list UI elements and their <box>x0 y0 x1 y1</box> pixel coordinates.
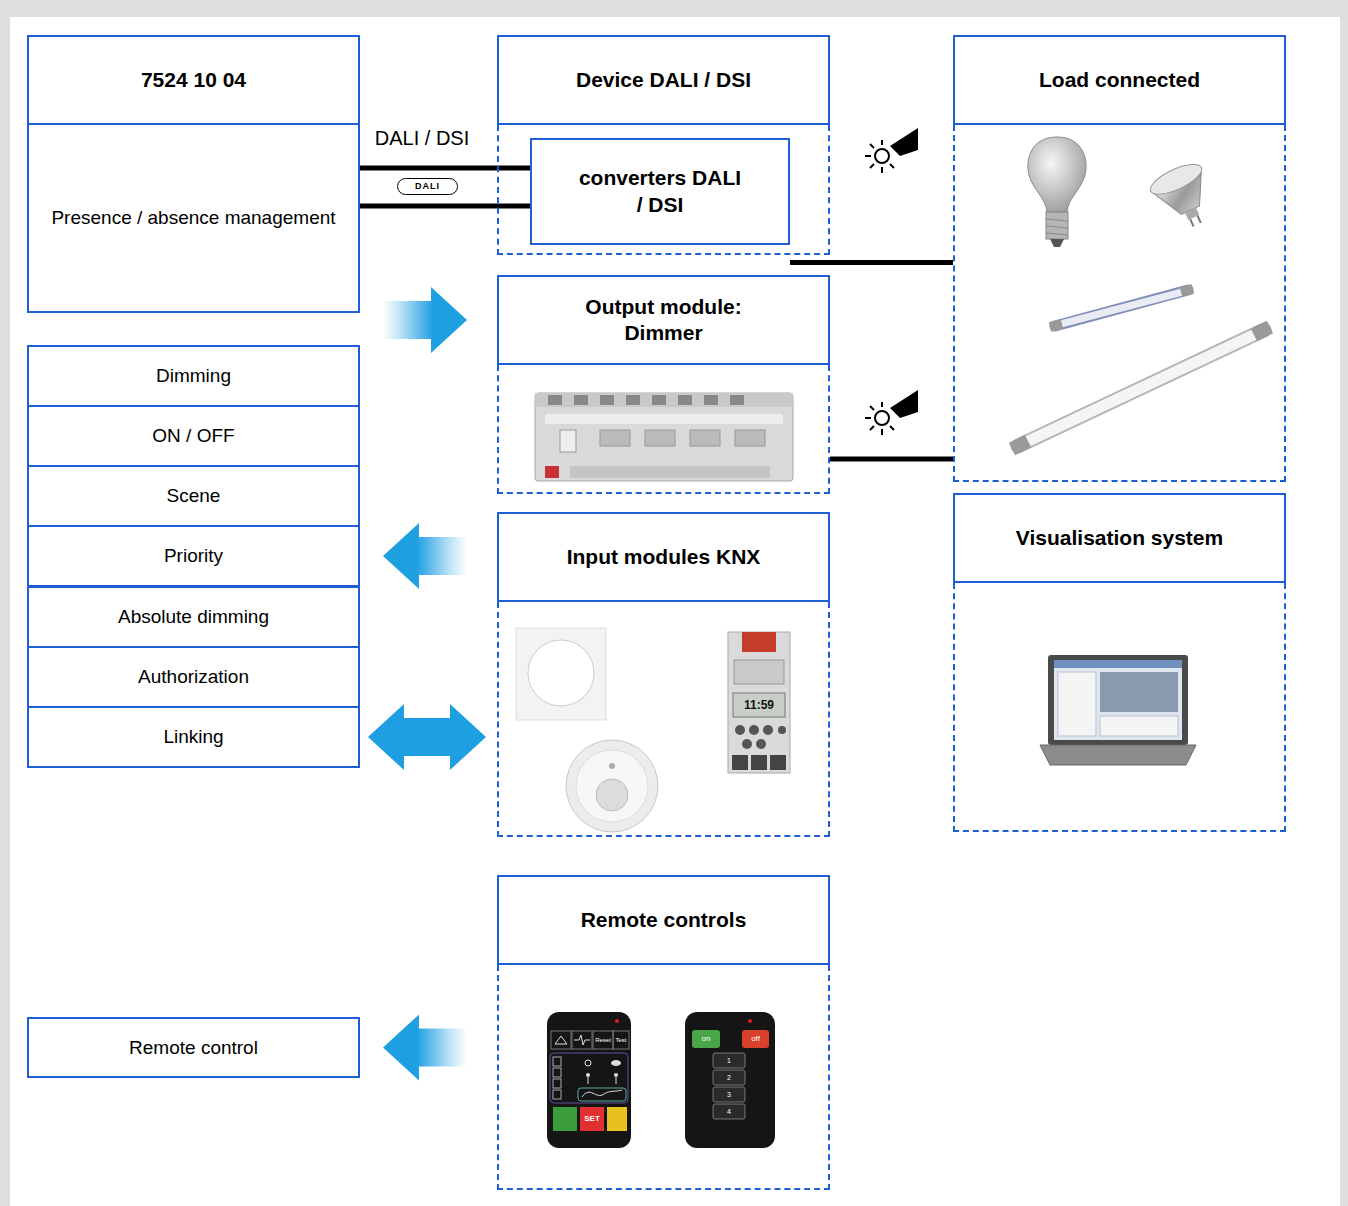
wire-line <box>360 204 530 209</box>
display-text: 11:59 <box>735 697 783 713</box>
box-text: Absolute dimming <box>118 605 269 629</box>
device-group: Visualisation system <box>953 493 1286 832</box>
logo-text: DALI <box>397 178 458 195</box>
button-number: 1 <box>713 1055 745 1066</box>
timer-switch-picture <box>728 632 790 773</box>
group-title: Output module: Dimmer <box>564 294 764 347</box>
group-title: Device DALI / DSI <box>576 67 751 93</box>
header-text: 7524 10 04 <box>141 67 246 93</box>
group-body <box>497 602 830 837</box>
dimmer-module-picture <box>535 393 793 481</box>
remote-picture <box>685 1012 775 1148</box>
device-group: Output module: Dimmer <box>497 275 830 494</box>
box-text: Dimming <box>156 364 231 388</box>
device-group: Load connected <box>953 35 1286 482</box>
wire-connector <box>360 168 530 206</box>
button-label: Reset <box>593 1035 613 1045</box>
group-body <box>497 965 830 1190</box>
box-text: converters DALI / DSI <box>575 165 745 218</box>
wire-line <box>830 457 953 462</box>
group-header: Load connected <box>953 35 1286 125</box>
box-text: Scene <box>167 484 221 508</box>
wire-line <box>360 166 530 171</box>
block-arrow <box>368 704 486 770</box>
group-header: Visualisation system <box>953 493 1286 583</box>
arrow-shape <box>368 704 486 770</box>
function-box: Dimming <box>27 345 360 407</box>
group-body <box>953 125 1286 482</box>
presence-sensor-picture <box>566 740 658 832</box>
group-title: Input modules KNX <box>567 544 761 570</box>
group-title: Visualisation system <box>1016 525 1223 551</box>
button-label: Test <box>613 1035 629 1045</box>
body-text: Presence / absence management <box>51 206 335 230</box>
converter-box: converters DALI / DSI <box>530 138 790 245</box>
function-box: Scene <box>27 465 360 527</box>
device-group: Device DALI / DSI converters DALI / DSI <box>497 35 830 255</box>
function-box: Remote control <box>27 1017 360 1078</box>
group-title: Load connected <box>1039 67 1200 93</box>
group-header: Output module: Dimmer <box>497 275 830 365</box>
button-number: 4 <box>713 1106 745 1117</box>
button-number: 2 <box>713 1072 745 1083</box>
button-label: SET <box>580 1113 604 1125</box>
block-arrow <box>383 1015 467 1081</box>
reflector-lamp-picture <box>1146 158 1222 236</box>
button-label: off <box>742 1034 769 1044</box>
group-body <box>497 125 830 255</box>
arrow-shape <box>383 287 467 353</box>
button-number: 3 <box>713 1089 745 1100</box>
body-area: Presence / absence management <box>29 125 358 311</box>
device-group: Input modules KNX <box>497 512 830 837</box>
group-title: Remote controls <box>581 907 747 933</box>
lamp-symbol <box>865 390 918 435</box>
bulb-picture <box>1028 137 1086 247</box>
button-label: on <box>692 1034 720 1044</box>
block-arrow <box>383 287 467 353</box>
block-arrow <box>383 523 467 589</box>
function-box: Linking <box>27 706 360 768</box>
group-body <box>953 583 1286 832</box>
group-header: Device DALI / DSI <box>497 35 830 125</box>
lamp-symbol <box>865 128 918 173</box>
arrow-shape <box>383 1015 467 1081</box>
group-header: Remote controls <box>497 875 830 965</box>
wire-connector <box>790 262 953 263</box>
function-box: Authorization <box>27 646 360 708</box>
halogen-tube-picture <box>1050 289 1193 327</box>
group-body <box>497 365 830 494</box>
box-text: Linking <box>163 725 223 749</box>
box-text: ON / OFF <box>152 424 234 448</box>
box-text: Remote control <box>129 1036 258 1060</box>
wire-line <box>790 260 953 265</box>
function-box: Priority <box>27 525 360 587</box>
function-box: ON / OFF <box>27 405 360 467</box>
laptop-picture <box>1040 655 1196 765</box>
device-group: Remote controls <box>497 875 830 1190</box>
box-text: Authorization <box>138 665 249 689</box>
function-box: Absolute dimming <box>27 586 360 648</box>
fluorescent-tube-picture <box>1012 327 1270 449</box>
box-text: Priority <box>164 544 223 568</box>
remote-picture <box>547 1012 631 1148</box>
edge-label: DALI / DSI <box>372 128 472 148</box>
group-header: Input modules KNX <box>497 512 830 602</box>
header-band: 7524 10 04 <box>29 37 358 125</box>
arrow-shape <box>383 523 467 589</box>
device-box: 7524 10 04 Presence / absence management <box>27 35 360 313</box>
wire-connector <box>830 459 953 460</box>
push-button-picture <box>516 628 606 720</box>
